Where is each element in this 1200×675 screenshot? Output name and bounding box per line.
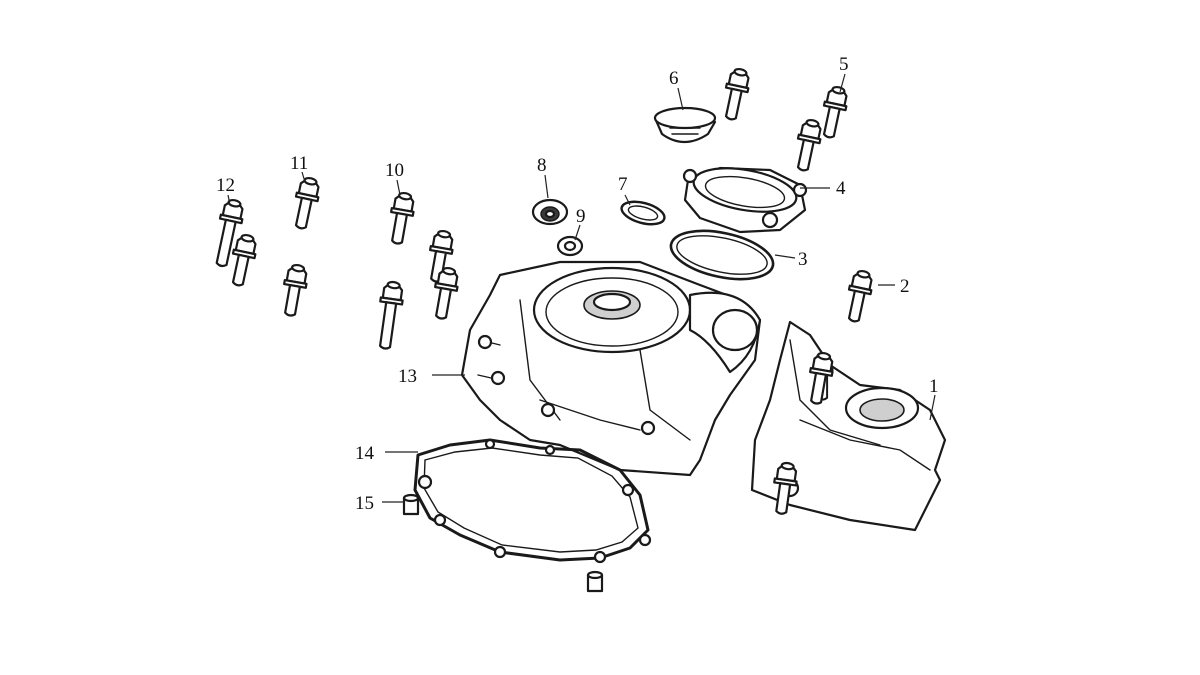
bolt-part-10d xyxy=(372,279,407,352)
oil-seal-part-8 xyxy=(531,198,569,226)
dowel-pin-part-15 xyxy=(402,493,604,593)
callout-10: 10 xyxy=(385,160,404,181)
callout-8: 8 xyxy=(537,155,547,176)
callout-4: 4 xyxy=(836,178,846,199)
callout-15: 15 xyxy=(355,493,374,514)
bolt-part-10 xyxy=(384,190,418,247)
callout-11: 11 xyxy=(290,153,308,174)
crankcase-cover-part-13 xyxy=(460,260,762,477)
washer-part-9 xyxy=(556,235,584,257)
bolt-part-5c xyxy=(790,116,825,174)
callout-labels: 1 2 3 4 5 6 7 8 9 10 11 12 13 14 15 xyxy=(216,54,939,514)
washer-part-7 xyxy=(620,200,666,226)
callout-1: 1 xyxy=(929,376,939,397)
side-cover-part-1 xyxy=(750,320,947,532)
callout-12: 12 xyxy=(216,175,235,196)
callout-13: 13 xyxy=(398,366,417,387)
callout-9: 9 xyxy=(576,206,586,227)
leader-lines xyxy=(227,73,936,503)
callout-6: 6 xyxy=(669,68,679,89)
callout-5: 5 xyxy=(839,54,849,75)
callout-14: 14 xyxy=(355,443,375,464)
inspection-cover-part-4 xyxy=(682,166,808,234)
callout-7: 7 xyxy=(618,174,628,195)
bolt-part-11 xyxy=(288,174,323,232)
bolt-part-5a xyxy=(718,65,753,123)
bolt-part-11b xyxy=(277,262,311,319)
callout-2: 2 xyxy=(900,276,910,297)
callout-3: 3 xyxy=(798,249,808,270)
bolt-part-2 xyxy=(841,267,876,325)
gasket-part-14 xyxy=(413,438,652,564)
bolt-part-5 xyxy=(816,83,851,141)
cap-part-6 xyxy=(653,106,717,144)
o-ring-part-3 xyxy=(669,229,775,281)
